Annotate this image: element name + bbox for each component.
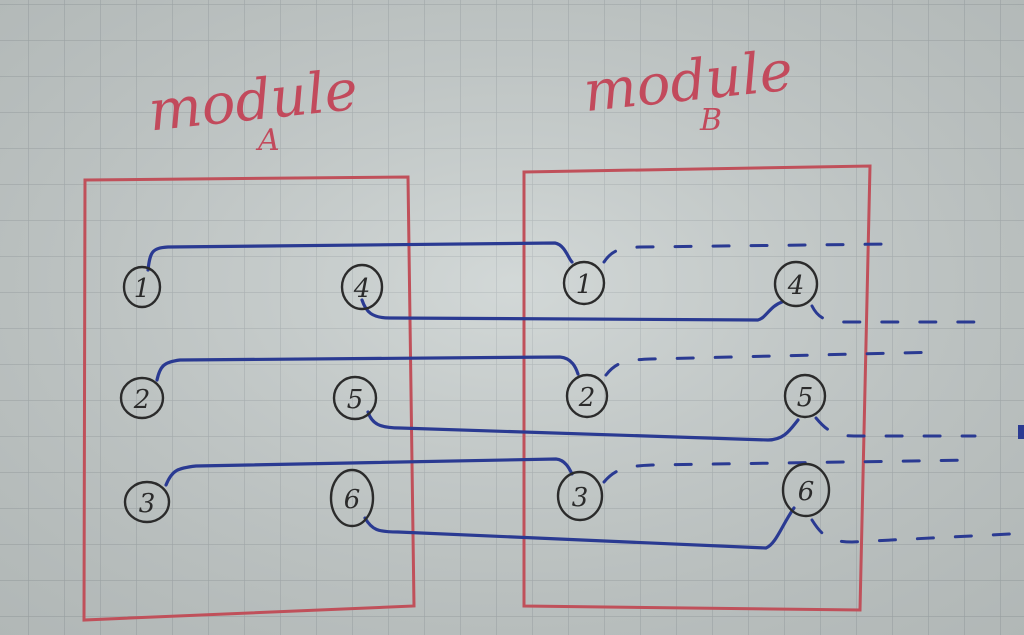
wire-a5-b5 <box>366 410 800 442</box>
pin-b-5-label: 5 <box>797 383 814 413</box>
wire-b2-continuation <box>604 350 942 377</box>
pin-a-1: 1 <box>122 265 162 309</box>
wire-a1-b1 <box>146 241 574 272</box>
wire-a6-b6 <box>363 506 796 550</box>
wire-a2-b2 <box>155 355 580 382</box>
wire-a3-b3 <box>164 457 574 487</box>
pin-a-3: 3 <box>123 480 171 524</box>
pin-b-2: 2 <box>565 373 609 419</box>
pin-b-1: 1 <box>562 260 606 306</box>
module-a-label-letter: A <box>255 123 280 158</box>
wire-b5-continuation <box>814 416 977 438</box>
pin-a-1-label: 1 <box>134 274 151 304</box>
pin-b-3-label: 3 <box>572 483 589 513</box>
wire-b1-continuation <box>602 242 892 264</box>
pin-b-5: 5 <box>783 373 827 419</box>
wire-mark-edge <box>1018 425 1024 439</box>
module-b-outline <box>522 164 872 612</box>
pin-b-4: 4 <box>773 260 819 308</box>
wire-b4-continuation <box>810 304 982 324</box>
pin-a-4: 4 <box>340 263 384 311</box>
pin-b-3: 3 <box>556 470 604 522</box>
module-a-outline <box>82 175 416 622</box>
pin-a-4-label: 4 <box>353 274 371 304</box>
pin-a-2-label: 2 <box>133 385 151 415</box>
pin-a-2: 2 <box>119 376 165 420</box>
module-a-pins: 1 4 2 5 3 6 <box>119 263 384 528</box>
pin-a-6-label: 6 <box>344 485 361 515</box>
pin-b-1-label: 1 <box>576 270 593 300</box>
pin-b-6: 6 <box>781 462 831 518</box>
pin-b-2-label: 2 <box>578 383 596 413</box>
pin-a-5-label: 5 <box>347 385 364 415</box>
pin-a-6: 6 <box>329 468 375 528</box>
pin-b-4-label: 4 <box>787 271 805 301</box>
pin-a-3-label: 3 <box>139 489 156 519</box>
wire-b6-continuation <box>810 518 1012 544</box>
wire-b3-continuation <box>602 458 977 484</box>
module-b-pins: 1 4 2 5 3 6 <box>556 260 831 522</box>
pin-a-5: 5 <box>332 375 378 421</box>
pin-b-6-label: 6 <box>798 477 815 507</box>
module-b-label-letter: B <box>699 103 722 138</box>
